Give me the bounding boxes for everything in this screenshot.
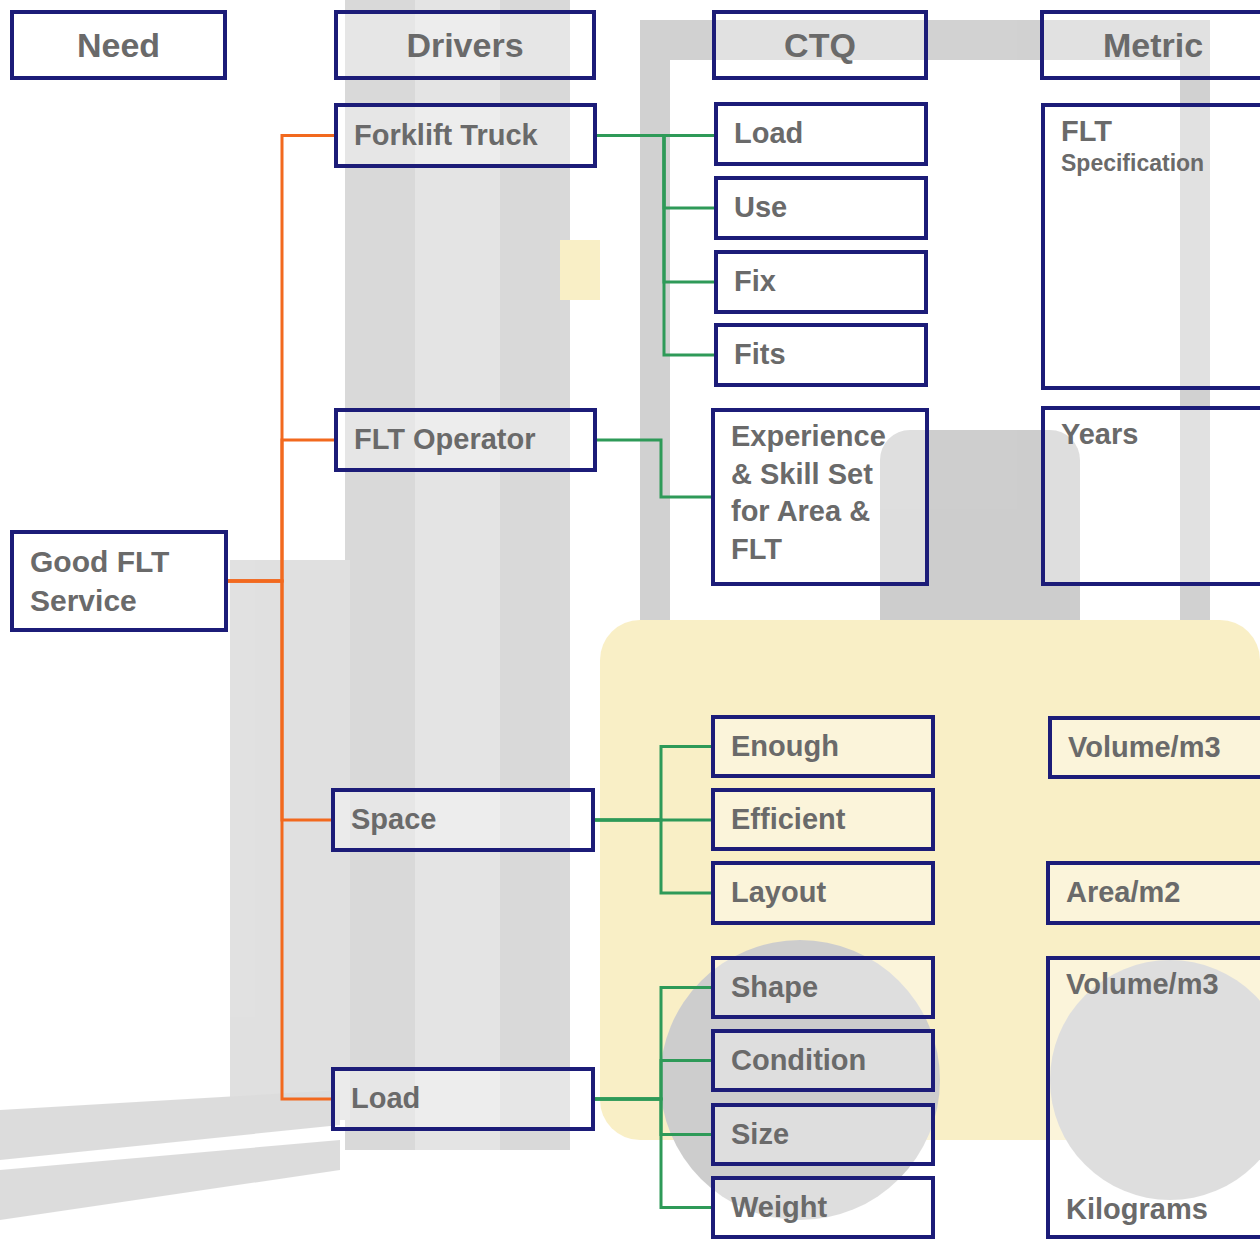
ctq-box: Efficient [711,788,935,851]
box-label: Load [351,1080,420,1118]
box-label: Shape [731,969,818,1007]
tree-connector [228,440,334,581]
box-label: CTQ [784,23,856,67]
driver-box: Space [331,788,595,852]
box-label: Years [1061,416,1138,454]
ctq-box: Layout [711,861,935,925]
header-box: Metric [1040,10,1260,80]
ctq-box: Experience & Skill Set for Area & FLT [711,408,929,586]
box-label: Efficient [731,801,845,839]
driver-box: Load [331,1067,595,1131]
box-label: Volume/m3 [1066,966,1219,1004]
lamp [560,240,600,300]
tree-connector [228,581,331,1099]
ctq-box: Fits [714,323,928,387]
header-box: Drivers [334,10,596,80]
mast-inner [415,0,500,1150]
header-box: CTQ [712,10,928,80]
metric-box: Volume/m3Kilograms [1046,956,1260,1239]
tree-connector [597,136,714,209]
box-label: Metric [1103,23,1203,67]
driver-box: FLT Operator [334,408,597,472]
ctq-box: Condition [711,1029,935,1092]
ctq-box: Weight [711,1176,935,1239]
tree-connector [595,1099,711,1135]
ctq-box: Enough [711,715,935,778]
ctq-box: Shape [711,956,935,1019]
tree-connector [595,747,711,821]
box-label: FLT Operator [354,421,536,459]
box-label: Load [734,115,803,153]
tree-connector [595,988,711,1100]
box-label: Enough [731,728,839,766]
ctq-box: Fix [714,250,928,314]
tree-connector [228,136,334,582]
box-label: Good FLT Service [30,542,208,620]
box-label: Specification [1061,151,1204,176]
driver-box: Forklift Truck [334,103,597,168]
box-label: FLT [1061,113,1112,151]
metric-box: Volume/m3 [1048,716,1260,779]
box-label: Space [351,801,436,839]
header-box: Need [10,10,227,80]
ctq-box: Use [714,176,928,240]
mast-rail [345,0,415,1150]
box-label: Layout [731,874,826,912]
box-label: Use [734,189,787,227]
tree-connector [597,440,711,497]
tree-connector [595,1061,711,1100]
metric-box: Years [1041,406,1260,586]
mast-rail [500,0,570,1150]
tree-connector [597,136,714,283]
box-label: Condition [731,1042,866,1080]
tree-connector [228,581,331,820]
box-label: Weight [731,1189,827,1227]
fork [0,1140,340,1220]
box-label: Experience & Skill Set for Area & FLT [731,418,909,569]
box-label: Forklift Truck [354,117,538,155]
box-label: Size [731,1116,789,1154]
metric-box: FLTSpecification [1041,103,1260,390]
box-label: Fits [734,336,786,374]
box-label: Area/m2 [1066,874,1180,912]
box-label: Fix [734,263,776,301]
metric-box: Area/m2 [1046,861,1260,925]
box-label: Need [77,23,160,67]
box-label: Drivers [406,23,523,67]
tree-connector [595,820,711,893]
tree-connector [595,1099,711,1208]
box-label: Kilograms [1066,1191,1208,1229]
ctq-box: Load [714,102,928,166]
box-label: Volume/m3 [1068,729,1221,767]
ctq-box: Size [711,1103,935,1166]
need-box: Good FLT Service [10,530,228,632]
tree-connector [597,136,714,356]
